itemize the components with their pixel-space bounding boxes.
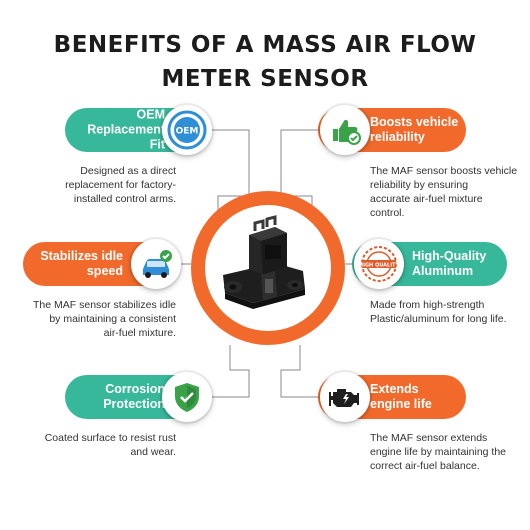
connector-engine bbox=[280, 345, 320, 398]
description-line: accurate air-fuel mixture bbox=[370, 193, 483, 205]
description-line: reliability by ensuring bbox=[370, 179, 469, 191]
oem-badge-icon: OEM bbox=[162, 105, 212, 155]
benefit-reliability-pill: Boosts vehicle reliability bbox=[318, 105, 466, 155]
description-line: installed control arms. bbox=[73, 193, 176, 205]
oem-badge-text: OEM bbox=[176, 127, 199, 137]
title-line-2: METER SENSOR bbox=[161, 66, 369, 92]
high-quality-stamp-icon: HIGH QUALITY bbox=[354, 239, 404, 289]
description-line: The MAF sensor extends bbox=[370, 432, 488, 444]
benefit-corrosion-description: Coated surface to resist rust and wear. bbox=[30, 431, 176, 459]
benefit-oem-pill: OEM Replacement Fit OEM bbox=[65, 105, 212, 155]
description-line: and wear. bbox=[130, 446, 176, 458]
description-line: by maintaining a consistent bbox=[49, 313, 176, 325]
benefit-corrosion-heading-1: Corrosion bbox=[105, 382, 165, 396]
high-quality-stamp-text: HIGH QUALITY bbox=[359, 263, 400, 269]
benefit-oem-description: Designed as a direct replacement for fac… bbox=[40, 164, 176, 206]
description-line: engine life by maintaining the bbox=[370, 446, 507, 458]
description-line: control. bbox=[370, 207, 405, 219]
thumbs-up-check-icon bbox=[320, 105, 370, 155]
description-line: Plastic/aluminum for long life. bbox=[370, 313, 507, 325]
description-line: replacement for factory- bbox=[65, 179, 176, 191]
benefit-corrosion-heading-2: Protection bbox=[103, 397, 165, 411]
benefit-reliability-heading-1: Boosts vehicle bbox=[370, 115, 459, 129]
shield-check-icon bbox=[162, 372, 212, 422]
description-line: The MAF sensor boosts vehicle bbox=[370, 165, 518, 177]
benefit-aluminum-heading-1: High-Quality bbox=[412, 249, 487, 263]
description-line: air-fuel mixture. bbox=[103, 327, 176, 339]
benefit-idle-heading-1: Stabilizes idle bbox=[40, 249, 123, 263]
benefit-idle-heading-2: speed bbox=[86, 264, 123, 278]
benefit-oem-heading-1: OEM bbox=[136, 107, 165, 122]
benefit-engine-heading-1: Extends bbox=[370, 382, 419, 396]
benefit-aluminum-heading-2: Aluminum bbox=[412, 264, 474, 278]
description-line: Designed as a direct bbox=[80, 165, 176, 177]
benefit-reliability-heading-2: reliability bbox=[370, 130, 425, 144]
engine-icon bbox=[320, 372, 370, 422]
benefit-corrosion-pill: Corrosion Protection bbox=[65, 372, 212, 422]
benefit-aluminum-description: Made from high-strength Plastic/aluminum… bbox=[370, 298, 530, 326]
description-line: Made from high-strength bbox=[370, 299, 485, 311]
description-line: Coated surface to resist rust bbox=[44, 432, 176, 444]
benefit-engine-pill: Extends engine life bbox=[318, 372, 466, 422]
benefit-reliability-description: The MAF sensor boosts vehicle reliabilit… bbox=[370, 164, 530, 220]
benefit-oem-heading-2: Replacement Fit bbox=[87, 122, 165, 152]
benefit-engine-description: The MAF sensor extends engine life by ma… bbox=[370, 431, 530, 473]
page-title: BENEFITS OF A MASS AIR FLOW METER SENSOR bbox=[0, 28, 530, 96]
connector-corrosion bbox=[210, 345, 250, 398]
benefit-aluminum-pill: HIGH QUALITY High-Quality Aluminum bbox=[352, 239, 507, 289]
description-line: correct air-fuel balance. bbox=[370, 460, 480, 472]
description-line: The MAF sensor stabilizes idle bbox=[33, 299, 176, 311]
maf-sensor-image bbox=[223, 215, 305, 309]
benefit-engine-heading-2: engine life bbox=[370, 397, 432, 411]
title-line-1: BENEFITS OF A MASS AIR FLOW bbox=[53, 32, 477, 58]
car-check-icon bbox=[131, 239, 181, 289]
benefit-idle-description: The MAF sensor stabilizes idle by mainta… bbox=[20, 298, 176, 340]
benefit-idle-pill: Stabilizes idle speed bbox=[23, 239, 181, 289]
